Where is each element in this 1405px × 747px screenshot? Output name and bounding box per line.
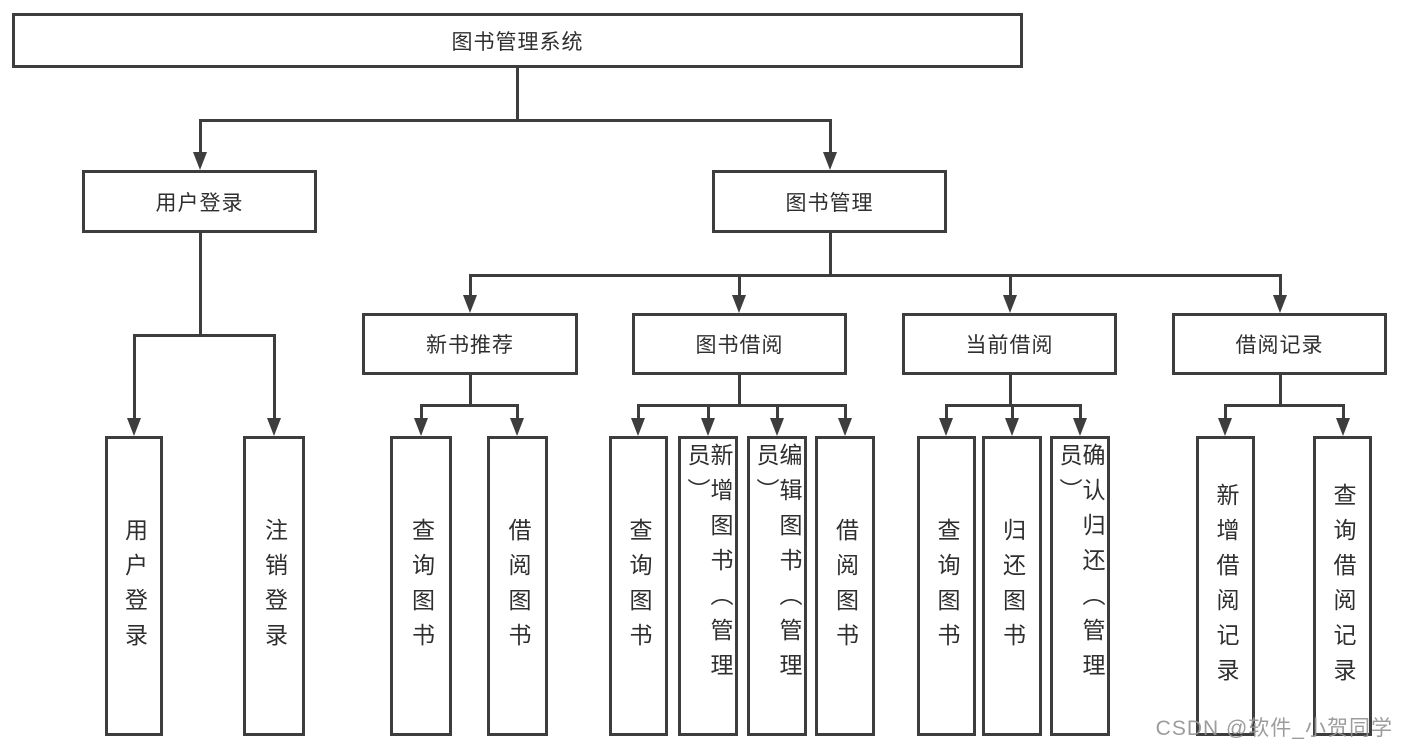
leaf-confirm-return-admin: 确认归还（管理员） xyxy=(1050,436,1110,736)
connector-drop xyxy=(272,335,276,420)
leaf-add-books-admin: 新增图书（管理员） xyxy=(678,436,738,736)
leaf-add-borrow-record: 新增借阅记录 xyxy=(1196,436,1255,736)
connector-bar xyxy=(198,118,832,122)
connector-drop xyxy=(1010,405,1014,420)
arrowhead-icon xyxy=(267,418,281,436)
connector-drop xyxy=(944,405,948,420)
arrowhead-icon xyxy=(1336,418,1350,436)
node-new-book-recommend: 新书推荐 xyxy=(362,313,578,375)
arrowhead-icon xyxy=(1003,295,1017,313)
connector-bar xyxy=(468,273,1282,277)
arrowhead-icon xyxy=(939,418,953,436)
connector-drop xyxy=(515,405,519,420)
connector-drop xyxy=(1341,405,1345,420)
connector-stem xyxy=(828,233,832,275)
connector-drop xyxy=(775,405,779,420)
connector-bar xyxy=(1223,403,1345,407)
node-borrow-records: 借阅记录 xyxy=(1172,313,1387,375)
arrowhead-icon xyxy=(732,295,746,313)
connector-drop xyxy=(706,405,710,420)
connector-drop xyxy=(737,275,741,297)
arrowhead-icon xyxy=(770,418,784,436)
leaf-edit-books-admin: 编辑图书（管理员） xyxy=(747,436,807,736)
connector-drop xyxy=(198,120,202,154)
leaf-borrow-books-recommend: 借阅图书 xyxy=(487,436,548,736)
arrowhead-icon xyxy=(838,418,852,436)
arrowhead-icon xyxy=(1273,295,1287,313)
connector-bar xyxy=(419,403,519,407)
arrowhead-icon xyxy=(631,418,645,436)
connector-stem xyxy=(198,233,202,335)
arrowhead-icon xyxy=(414,418,428,436)
node-user-login: 用户登录 xyxy=(82,170,317,233)
connector-stem xyxy=(1278,375,1282,405)
arrowhead-icon xyxy=(1218,418,1232,436)
arrowhead-icon xyxy=(1005,418,1019,436)
node-book-management: 图书管理 xyxy=(712,170,947,233)
arrowhead-icon xyxy=(1073,418,1087,436)
node-root: 图书管理系统 xyxy=(12,13,1023,68)
connector-stem xyxy=(1008,375,1012,405)
connector-drop xyxy=(419,405,423,420)
connector-drop xyxy=(843,405,847,420)
leaf-logout: 注销登录 xyxy=(243,436,305,736)
node-book-borrow: 图书借阅 xyxy=(632,313,847,375)
leaf-return-books: 归还图书 xyxy=(982,436,1042,736)
connector-drop xyxy=(1078,405,1082,420)
arrowhead-icon xyxy=(463,295,477,313)
connector-drop xyxy=(1223,405,1227,420)
leaf-borrow-books: 借阅图书 xyxy=(815,436,875,736)
connector-stem xyxy=(737,375,741,405)
connector-drop xyxy=(132,335,136,420)
connector-drop xyxy=(1008,275,1012,297)
arrowhead-icon xyxy=(701,418,715,436)
leaf-query-books-borrow: 查询图书 xyxy=(609,436,668,736)
leaf-query-borrow-record: 查询借阅记录 xyxy=(1313,436,1372,736)
node-current-borrow: 当前借阅 xyxy=(902,313,1117,375)
leaf-query-books-current: 查询图书 xyxy=(917,436,976,736)
connector-bar xyxy=(636,403,847,407)
leaf-user-login: 用户登录 xyxy=(105,436,163,736)
connector-drop xyxy=(1278,275,1282,297)
connector-drop xyxy=(636,405,640,420)
connector-bar xyxy=(132,333,276,337)
arrowhead-icon xyxy=(823,152,837,170)
connector-drop xyxy=(468,275,472,297)
arrowhead-icon xyxy=(127,418,141,436)
arrowhead-icon xyxy=(510,418,524,436)
connector-stem xyxy=(468,375,472,405)
leaf-query-books-recommend: 查询图书 xyxy=(390,436,452,736)
csdn-watermark: CSDN @软件_小贺同学 xyxy=(1155,717,1393,740)
connector-stem xyxy=(515,68,519,120)
connector-drop xyxy=(828,120,832,154)
arrowhead-icon xyxy=(193,152,207,170)
